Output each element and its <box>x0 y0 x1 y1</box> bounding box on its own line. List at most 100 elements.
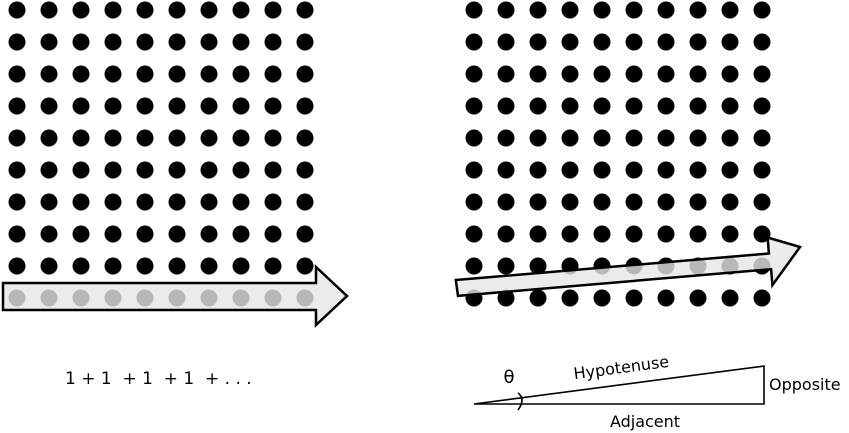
right-grid-dot <box>529 97 547 115</box>
left-grid-dot <box>264 129 282 147</box>
left-grid-dot <box>8 97 26 115</box>
right-grid-dot <box>593 193 611 211</box>
right-grid-dot <box>593 225 611 243</box>
right-grid-dot <box>625 33 643 51</box>
left-grid-dot <box>72 129 90 147</box>
right-grid-dot <box>625 225 643 243</box>
right-grid-dot <box>753 161 771 179</box>
left-grid-dot <box>72 65 90 83</box>
left-grid-dot <box>136 225 154 243</box>
left-grid-dot <box>232 129 250 147</box>
left-grid-dot <box>72 257 90 275</box>
right-grid-dot <box>753 193 771 211</box>
left-grid-dot <box>72 33 90 51</box>
right-grid-dot <box>753 1 771 19</box>
right-grid-dot <box>561 161 579 179</box>
right-grid-dot <box>593 65 611 83</box>
right-grid-dot <box>689 97 707 115</box>
right-grid-dot <box>689 33 707 51</box>
left-grid-dot <box>40 257 58 275</box>
right-grid-dot <box>689 65 707 83</box>
left-dot-grid <box>8 1 314 307</box>
right-grid-dot <box>689 1 707 19</box>
left-grid-dot <box>232 257 250 275</box>
left-grid-dot <box>40 1 58 19</box>
right-dot-grid <box>465 1 771 307</box>
left-grid-dot <box>232 1 250 19</box>
right-grid-dot <box>721 33 739 51</box>
triangle-shape <box>473 365 765 405</box>
right-grid-dot <box>561 129 579 147</box>
left-grid-dot <box>40 193 58 211</box>
left-grid-dot <box>136 1 154 19</box>
right-grid-dot <box>465 129 483 147</box>
left-grid-dot <box>168 225 186 243</box>
right-grid-dot <box>465 257 483 275</box>
right-grid-dot <box>497 289 515 307</box>
right-grid-dot <box>497 65 515 83</box>
left-grid-dot <box>136 129 154 147</box>
left-grid-dot <box>296 65 314 83</box>
left-grid-dot <box>296 257 314 275</box>
right-panel: θ Hypotenuse Opposite Adjacent <box>454 1 841 431</box>
right-grid-dot <box>561 193 579 211</box>
right-grid-dot <box>753 289 771 307</box>
left-grid-dot <box>8 33 26 51</box>
right-grid-dot <box>689 289 707 307</box>
left-grid-dot <box>40 161 58 179</box>
right-grid-dot <box>753 225 771 243</box>
left-grid-dot <box>104 257 122 275</box>
right-grid-dot <box>497 33 515 51</box>
right-grid-dot <box>657 65 675 83</box>
tilted-arrow <box>454 235 803 298</box>
left-grid-dot <box>232 225 250 243</box>
right-grid-dot <box>753 97 771 115</box>
right-grid-dot <box>529 129 547 147</box>
series-text: 1 + 1 + 1 + 1 + . . . <box>65 369 252 389</box>
right-grid-dot <box>497 193 515 211</box>
right-grid-dot <box>657 193 675 211</box>
left-grid-dot <box>136 33 154 51</box>
right-grid-dot <box>465 161 483 179</box>
left-grid-dot <box>264 97 282 115</box>
left-grid-dot <box>104 1 122 19</box>
right-grid-dot <box>593 33 611 51</box>
right-grid-dot <box>593 97 611 115</box>
right-grid-dot <box>465 193 483 211</box>
left-grid-dot <box>72 225 90 243</box>
hypotenuse-label: Hypotenuse <box>572 352 670 383</box>
left-grid-dot <box>40 225 58 243</box>
right-grid-dot <box>529 289 547 307</box>
left-grid-dot <box>168 161 186 179</box>
left-grid-dot <box>8 1 26 19</box>
right-grid-dot <box>721 65 739 83</box>
left-grid-dot <box>264 65 282 83</box>
left-grid-dot <box>232 65 250 83</box>
right-grid-dot <box>657 97 675 115</box>
right-grid-dot <box>625 1 643 19</box>
left-grid-dot <box>168 65 186 83</box>
left-grid-dot <box>104 97 122 115</box>
left-grid-dot <box>296 129 314 147</box>
left-grid-dot <box>200 225 218 243</box>
left-grid-dot <box>296 225 314 243</box>
right-grid-dot <box>753 33 771 51</box>
left-grid-dot <box>168 1 186 19</box>
left-grid-dot <box>232 161 250 179</box>
left-grid-dot <box>264 33 282 51</box>
left-grid-dot <box>168 97 186 115</box>
right-grid-dot <box>657 33 675 51</box>
left-grid-dot <box>8 225 26 243</box>
left-grid-dot <box>296 97 314 115</box>
right-grid-dot <box>689 129 707 147</box>
left-grid-dot <box>72 1 90 19</box>
left-grid-dot <box>72 161 90 179</box>
right-grid-dot <box>625 193 643 211</box>
right-grid-dot <box>465 97 483 115</box>
left-grid-dot <box>200 65 218 83</box>
right-grid-dot <box>721 161 739 179</box>
left-grid-dot <box>40 97 58 115</box>
right-grid-dot <box>593 161 611 179</box>
right-grid-dot <box>657 161 675 179</box>
right-grid-dot <box>721 193 739 211</box>
